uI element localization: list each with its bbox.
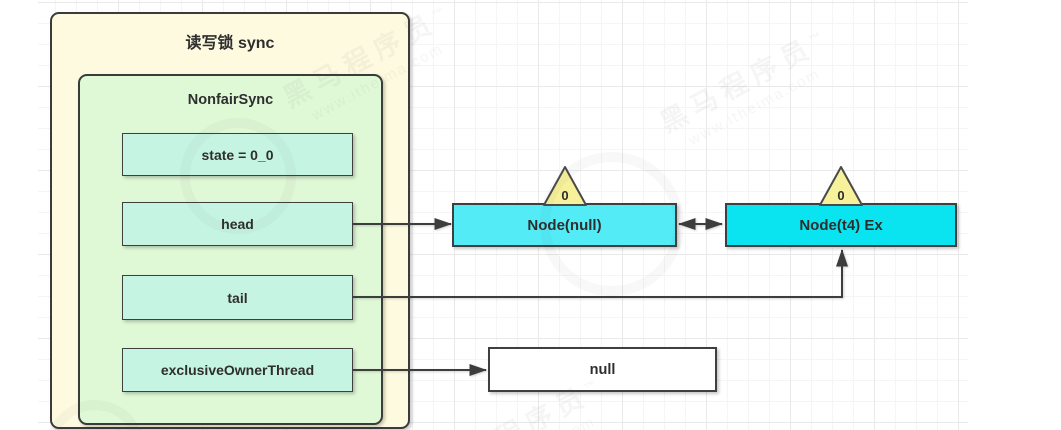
field-exclusive-owner-thread: exclusiveOwnerThread (122, 348, 353, 392)
field-head-label: head (221, 216, 254, 232)
field-state: state = 0_0 (122, 133, 353, 176)
owner-null-box: null (488, 347, 717, 392)
node-tail: Node(t4) Ex (725, 203, 957, 247)
waitstatus-value: 0 (561, 188, 568, 203)
nonfairsync-title: NonfairSync (187, 92, 274, 108)
waitstatus-triangle-node-tail: 0 (819, 166, 863, 206)
waitstatus-value: 0 (837, 188, 844, 203)
field-tail: tail (122, 275, 353, 320)
field-head: head (122, 202, 353, 246)
node-tail-label: Node(t4) Ex (799, 216, 883, 234)
field-exclusive-owner-thread-label: exclusiveOwnerThread (160, 362, 315, 378)
waitstatus-triangle-node-head: 0 (543, 166, 587, 206)
triangle-shape (819, 166, 863, 206)
triangle-shape (543, 166, 587, 206)
node-head-label: Node(null) (527, 216, 602, 234)
owner-null-label: null (589, 361, 616, 378)
node-head: Node(null) (452, 203, 677, 247)
field-tail-label: tail (227, 289, 248, 306)
field-state-label: state = 0_0 (201, 146, 274, 163)
sync-container-title: 读写锁 sync (185, 35, 275, 52)
